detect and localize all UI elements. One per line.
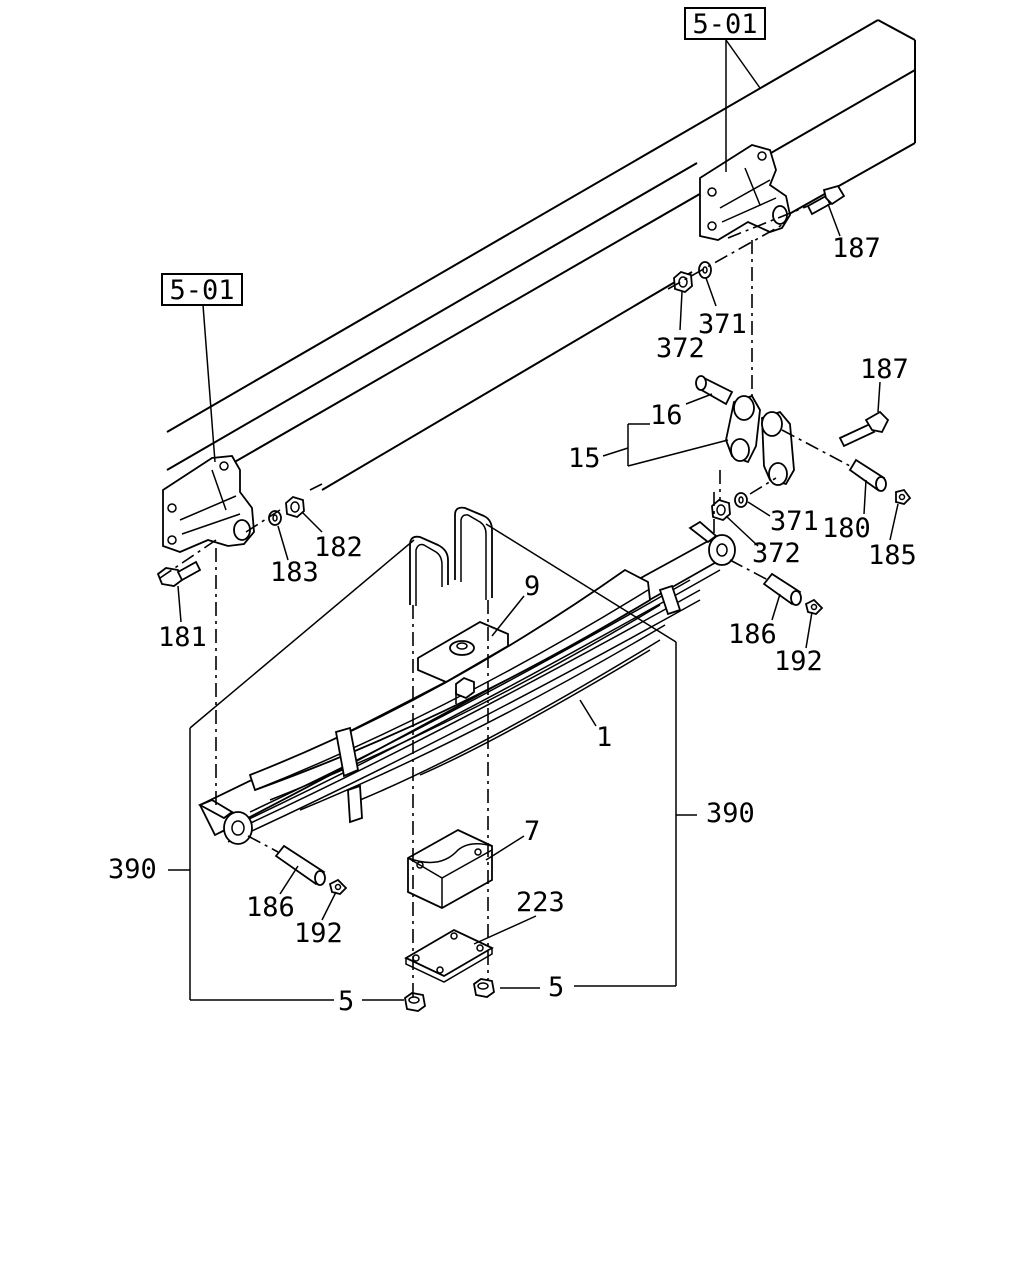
callout-371-upper: 371 <box>698 309 747 340</box>
callout-182: 182 <box>314 532 363 563</box>
spring-shackle <box>725 394 795 486</box>
leaf-spring-assembly <box>197 520 736 845</box>
callout-16: 16 <box>650 400 683 431</box>
shackle-pin <box>695 375 734 406</box>
rear-hanger-bracket <box>699 144 791 241</box>
callout-180: 180 <box>822 513 871 544</box>
section-ref-upper: 5-01 <box>684 7 766 40</box>
front-hanger-bracket <box>162 455 255 553</box>
callout-390-right: 390 <box>706 798 755 829</box>
callout-372-upper: 372 <box>656 333 705 364</box>
callout-183: 183 <box>270 557 319 588</box>
callout-187-shackle: 187 <box>860 354 909 385</box>
nut-182 <box>285 495 305 519</box>
callout-7: 7 <box>524 816 540 847</box>
bolt-181 <box>156 560 202 587</box>
callout-192-rear: 192 <box>774 646 823 677</box>
nut-372-upper <box>673 270 693 294</box>
u-bolt-plate-223 <box>404 928 494 983</box>
callout-371-lower: 371 <box>770 506 819 537</box>
callout-5-left: 5 <box>338 986 354 1017</box>
callout-390-left: 390 <box>108 854 157 885</box>
leader-lines <box>168 39 899 1001</box>
spring-pin-186-rear <box>762 572 802 606</box>
callout-223: 223 <box>516 887 565 918</box>
nut-372-lower <box>711 498 731 522</box>
callout-5-right: 5 <box>548 972 564 1003</box>
u-bolt-nut-right <box>473 978 495 998</box>
section-ref-upper-text: 5-01 <box>692 9 757 40</box>
grease-fitting-185 <box>895 488 912 505</box>
callout-187-upper: 187 <box>832 233 881 264</box>
callout-186-front: 186 <box>246 892 295 923</box>
assembly-centerlines <box>159 205 851 998</box>
u-bolts <box>409 506 493 606</box>
frame-rail <box>166 19 916 491</box>
spring-seat-7 <box>407 828 493 910</box>
grease-fitting-192-front <box>328 878 348 895</box>
grease-fitting-192-rear <box>804 598 824 615</box>
section-ref-lower-text: 5-01 <box>169 275 234 306</box>
bolt-187-shackle <box>838 410 890 448</box>
callout-9: 9 <box>524 571 540 602</box>
u-bolt-nut-left <box>404 992 426 1012</box>
callout-181: 181 <box>158 622 207 653</box>
section-ref-lower: 5-01 <box>161 273 243 306</box>
callout-186-rear: 186 <box>728 619 777 650</box>
callout-1: 1 <box>596 722 612 753</box>
shackle-pin-180 <box>848 458 887 492</box>
spring-seat-9 <box>417 620 509 684</box>
washer-371-lower <box>734 492 748 508</box>
callout-372-lower: 372 <box>752 538 801 569</box>
spring-pin-186-front <box>274 844 326 886</box>
callout-185: 185 <box>868 540 917 571</box>
callout-labels: 187 372 371 187 16 15 180 185 371 372 18… <box>108 233 917 1017</box>
callout-15: 15 <box>568 443 601 474</box>
bolt-187-hanger <box>806 184 846 216</box>
callout-192-front: 192 <box>294 918 343 949</box>
